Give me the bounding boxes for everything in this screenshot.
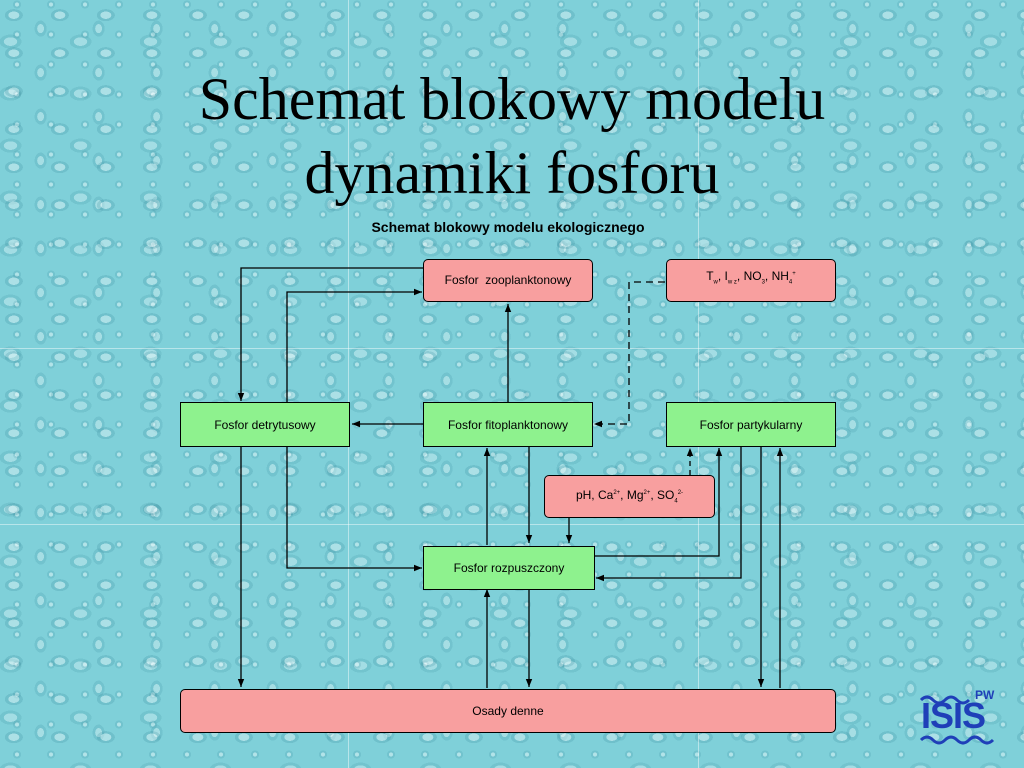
box-label: Osady denne [472,704,544,718]
slide-title-line-2: dynamiki fosforu [304,140,720,206]
arrow-dissolved-to-particulate-1 [595,448,723,557]
box-detritus-phosphorus: Fosfor detrytusowy [180,402,350,447]
factor-ph-ca: pH, Ca [575,488,614,503]
box-label: Fosfor fitoplanktonowy [447,417,569,432]
box-label: Fosfor detrytusowy [214,417,316,432]
box-particulate-phosphorus: Fosfor partykularny [666,402,836,447]
factor-nh4: , NH [764,269,789,284]
factor-i-sub: w z [727,279,737,286]
wave-icon [919,695,995,745]
factor-so4-sup: 2- [677,490,684,497]
box-phytoplankton-phosphorus: Fosfor fitoplanktonowy [423,402,593,447]
box-label: Fosfor rozpuszczony [453,561,565,575]
box-dissolved-phosphorus: Fosfor rozpuszczony [423,546,595,590]
background-grid-line [0,348,1024,349]
arrow-detritus-to-dissolved [286,447,422,572]
chem-factors-label: pH, Ca2+, Mg2+, SO42- [576,488,683,504]
logo-text: ISIS [921,695,986,736]
factor-t-sub: w [713,279,718,286]
slide-title-line-1: Schemat blokowy modelu [198,66,826,132]
box-bottom-sediments: Osady denne [180,689,836,733]
background-grid-line [348,0,349,768]
isis-logo: ISIS PW [919,688,999,746]
factor-no3: , NO [736,269,762,284]
factor-mg: , Mg [620,488,644,503]
factor-t: T [706,269,714,284]
arrow-detritus-to-zooplankton [286,288,422,403]
box-chemical-factors: pH, Ca2+, Mg2+, SO42- [544,475,715,518]
background-grid-line [0,524,1024,525]
diagram-subtitle: Schemat blokowy modelu ekologicznego [371,219,645,235]
box-label: Fosfor zooplanktonowy [444,273,572,287]
background-grid-line [698,0,699,768]
factor-so4-sub: 4 [674,498,678,505]
box-label: Fosfor partykularny [699,417,803,432]
box-environmental-factors: Tw, Iw z, NO3, NH4+ [666,259,836,302]
factor-mg-sup: 2+ [643,490,651,497]
arrow-env-factors-to-phytoplankton [594,281,665,428]
factor-nh4-sup: + [792,271,796,278]
env-factors-label: Tw, Iw z, NO3, NH4+ [706,269,796,285]
arrow-particulate-to-dissolved [596,447,742,582]
arrow-zooplankton-to-detritus [237,267,423,401]
factor-i: , I [717,269,728,284]
box-zooplankton-phosphorus: Fosfor zooplanktonowy [423,259,593,302]
logo-badge: PW [975,688,995,702]
factor-no3-sub: 3 [761,279,765,286]
slide-title: Schemat blokowy modelu dynamiki fosforu [0,62,1024,210]
factor-nh4-sub: 4 [788,279,793,286]
factor-ca-sup: 2+ [613,490,621,497]
factor-so4: , SO [650,488,675,503]
